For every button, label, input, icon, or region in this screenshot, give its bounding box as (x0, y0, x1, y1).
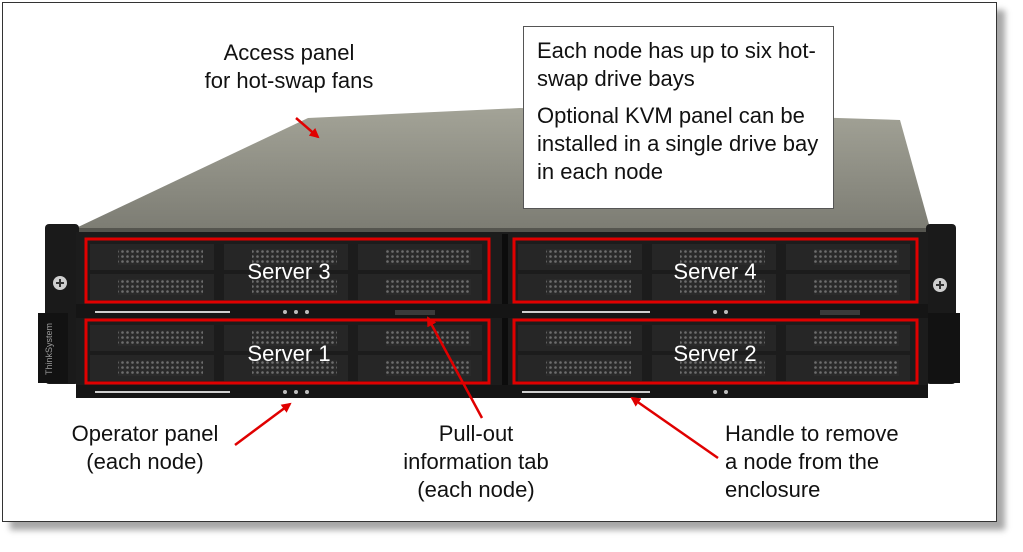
left-rack-ear (38, 224, 79, 384)
note-drive-bays: Each node has up to six hot-swap drive b… (537, 38, 816, 91)
server-2-label: Server 2 (673, 341, 756, 366)
arrow-access-panel (295, 117, 320, 139)
operator-panel-leds (283, 310, 728, 394)
server-1-label: Server 1 (247, 341, 330, 366)
server-1-highlight (84, 318, 491, 385)
callout-pullout-tab: Pull-out information tab (each node) (403, 421, 549, 502)
callout-handle: Handle to remove a node from the enclosu… (725, 421, 899, 502)
note-box: Each node has up to six hot-swap drive b… (523, 26, 834, 209)
note-kvm-panel: Optional KVM panel can be installed in a… (537, 103, 819, 184)
server-3-label: Server 3 (247, 259, 330, 284)
server-4-label: Server 4 (673, 259, 756, 284)
server-4-highlight (512, 237, 919, 304)
brand-label: ThinkSystem (44, 323, 54, 375)
arrow-handle (630, 396, 719, 460)
arrow-operator-panel (234, 402, 292, 447)
callout-operator-panel: Operator panel (each node) (71, 421, 219, 474)
right-rack-ear (926, 224, 960, 384)
server-3-highlight (84, 237, 491, 304)
server-2-highlight (512, 318, 919, 385)
arrow-pullout-tab (426, 316, 484, 419)
pullout-tab (395, 310, 435, 315)
callout-access-panel: Access panel for hot-swap fans (204, 40, 374, 93)
drive-bays (90, 244, 910, 381)
